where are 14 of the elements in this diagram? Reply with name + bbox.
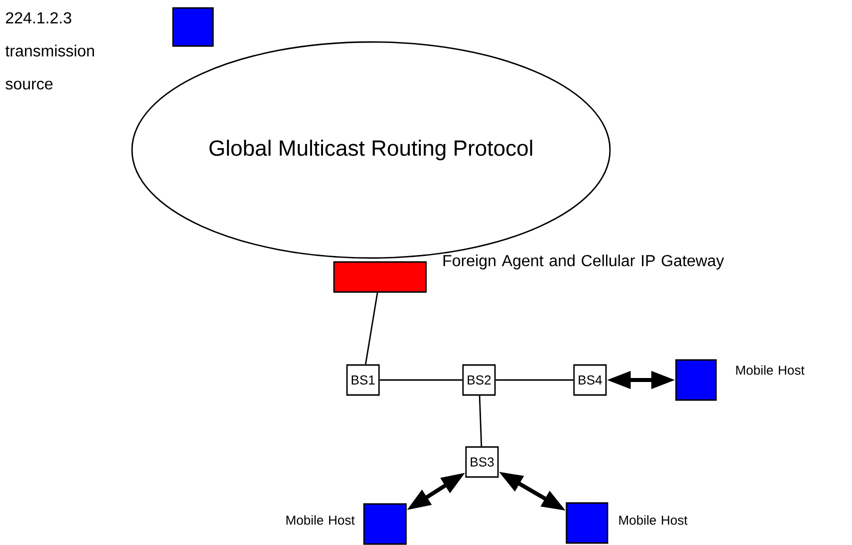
gateway-box xyxy=(333,261,427,293)
connector-line xyxy=(364,292,378,364)
base-station-box: BS4 xyxy=(573,364,607,396)
connector-line xyxy=(496,379,574,381)
connector-line xyxy=(380,379,462,381)
node-label: Mobile Host xyxy=(619,515,688,525)
annotation-text: 224.1.2.3 transmission source xyxy=(5,12,94,90)
base-station-box: BS3 xyxy=(465,446,499,478)
base-station-box: BS2 xyxy=(462,364,496,396)
node-label: Mobile Host xyxy=(286,515,355,525)
host-square xyxy=(172,7,214,47)
node-label: Mobile Host xyxy=(736,365,804,375)
base-station-box: BS1 xyxy=(346,364,380,396)
connector-line xyxy=(478,396,482,446)
